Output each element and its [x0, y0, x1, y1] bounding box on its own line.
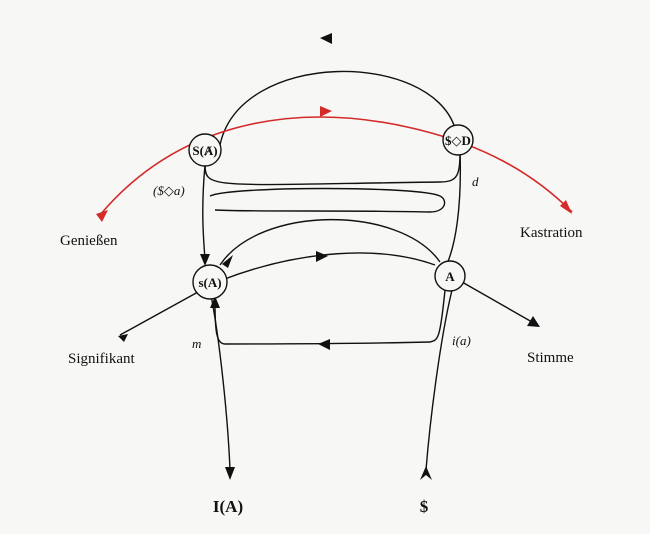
node-s-small-a-label: s(A) — [198, 275, 221, 290]
label-i-a: i(a) — [452, 333, 471, 348]
upper-arc-arrowhead — [320, 33, 332, 44]
upper-return-loop — [204, 149, 461, 186]
stimme-line — [461, 281, 533, 323]
label-barred-s-a: ($◇a) — [153, 183, 185, 198]
red-jouissance-curve — [99, 116, 573, 216]
middle-lower-arc — [221, 252, 436, 281]
red-curve-arrow-mid — [320, 106, 332, 117]
ia-arrow — [225, 467, 235, 480]
label-d: d — [472, 174, 479, 189]
inner-lower-loop — [209, 187, 446, 213]
label-stimme: Stimme — [527, 350, 574, 366]
label-m: m — [192, 336, 201, 351]
label-i-a-big: I(A) — [213, 497, 243, 516]
node-big-a-label: A — [445, 269, 455, 284]
label-kastration: Kastration — [520, 225, 583, 241]
left-descent-line — [202, 164, 206, 263]
vertical-from-barred-s — [425, 289, 453, 471]
signifikant-line — [119, 291, 199, 336]
node-barred-s-d-label: $◇D — [445, 133, 471, 148]
red-curve-tail — [96, 210, 108, 222]
lower-loop-arrow — [318, 339, 330, 350]
upper-arc — [219, 70, 456, 146]
node-s-small-a: s(A) — [192, 264, 228, 300]
node-s-big-a-label: S(Ⱥ) — [192, 143, 217, 158]
middle-lower-arrow — [316, 251, 328, 262]
red-curve-arrow-end — [560, 200, 572, 214]
label-geniessen: Genießen — [60, 233, 118, 249]
lower-return-loop — [214, 289, 446, 345]
label-signifikant: Signifikant — [68, 351, 135, 367]
signifikant-tail — [118, 334, 128, 342]
vertical-to-ia — [209, 289, 231, 471]
label-barred-s: $ — [420, 497, 429, 516]
middle-upper-arc — [219, 219, 441, 266]
stimme-arrow — [527, 316, 540, 327]
node-big-a: A — [434, 260, 466, 292]
node-s-big-a: S(Ⱥ) — [188, 133, 222, 167]
node-barred-s-d: $◇D — [442, 124, 474, 156]
middle-upper-arrow — [222, 255, 233, 268]
barred-s-tail — [420, 466, 432, 480]
left-descent-arrow — [200, 254, 210, 266]
right-descent-line — [446, 149, 462, 265]
